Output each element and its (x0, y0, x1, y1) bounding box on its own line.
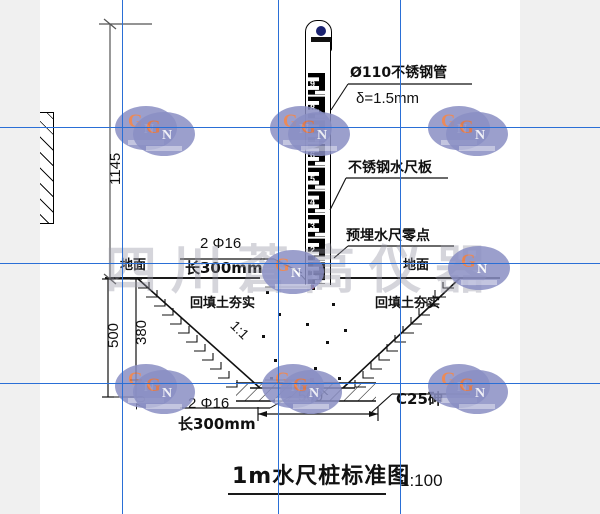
guide-line-horizontal[interactable] (0, 383, 600, 384)
gauge-tick-number: 9 (310, 78, 316, 89)
annotation-ground-right: 地面 (403, 258, 430, 273)
guide-line-vertical[interactable] (400, 0, 401, 514)
annotation-backfill-left: 回填土夯实 (190, 296, 256, 311)
drawing-scale: 1:100 (400, 471, 443, 490)
dimension-label-380: 380 (133, 319, 150, 345)
ground-line-right (340, 277, 500, 279)
leader-pipe-spec (330, 83, 472, 111)
guide-line-horizontal[interactable] (0, 127, 600, 128)
ground-line-left (105, 277, 260, 279)
annotation-rebar-bottom-line1: 2 Φ16 (188, 395, 230, 412)
leader-zero-point (333, 245, 454, 259)
pole-cap-label-bar (310, 37, 331, 42)
annotation-backfill-right: 回填土夯实 (375, 296, 441, 311)
backfill-hatch-right (354, 282, 454, 388)
gauge-tick-number: 1 (310, 268, 316, 279)
background-band-right (520, 0, 600, 514)
dimension-label-70: 70 (133, 395, 148, 410)
pole-cap-logo-icon (315, 26, 326, 36)
annotation-pipe-spec-line1: Ø110不锈钢管 (350, 65, 448, 81)
annotation-rebar-top-line1: 2 Φ16 (200, 235, 242, 252)
gauge-tick-number: 4 (310, 197, 316, 208)
annotation-pipe-spec-line2: δ=1.5mm (356, 90, 419, 107)
annotation-concrete-grade: C25砷 (396, 390, 443, 408)
dimension-1145 (99, 18, 152, 285)
dimension-label-1145: 1145 (107, 152, 124, 185)
annotation-ground-left: 地面 (120, 258, 147, 273)
gauge-tick-number: 7 (310, 126, 316, 137)
annotation-rebar-bottom-line2: 长300mm (178, 415, 256, 433)
guide-line-vertical[interactable] (278, 0, 279, 514)
leader-gauge-plate (329, 177, 448, 211)
drawing-title: 1m水尺桩标准图 (232, 464, 411, 489)
annotation-gauge-plate: 不锈钢水尺板 (348, 160, 432, 176)
background-band-left (0, 0, 40, 514)
gauge-tick-number: 3 (310, 220, 316, 231)
guide-line-vertical[interactable] (122, 0, 123, 514)
annotation-zero-point: 预埋水尺零点 (346, 228, 430, 244)
annotation-rebar-top-line2: 长300mm (185, 259, 263, 277)
gauge-tick-number: 8 (310, 102, 316, 113)
drawing-title-underline (228, 493, 386, 496)
rebar-leaders (265, 275, 329, 395)
dimension-label-500-depth: 500 (105, 322, 122, 348)
gauge-tick-number: 5 (310, 173, 316, 184)
guide-line-horizontal[interactable] (0, 263, 600, 264)
backfill-hatch-left (138, 282, 238, 388)
gauge-tick-number: 2 (310, 244, 316, 255)
gauge-tick-number: 6 (310, 149, 316, 160)
watermark-logo-icon: G N (446, 112, 508, 156)
